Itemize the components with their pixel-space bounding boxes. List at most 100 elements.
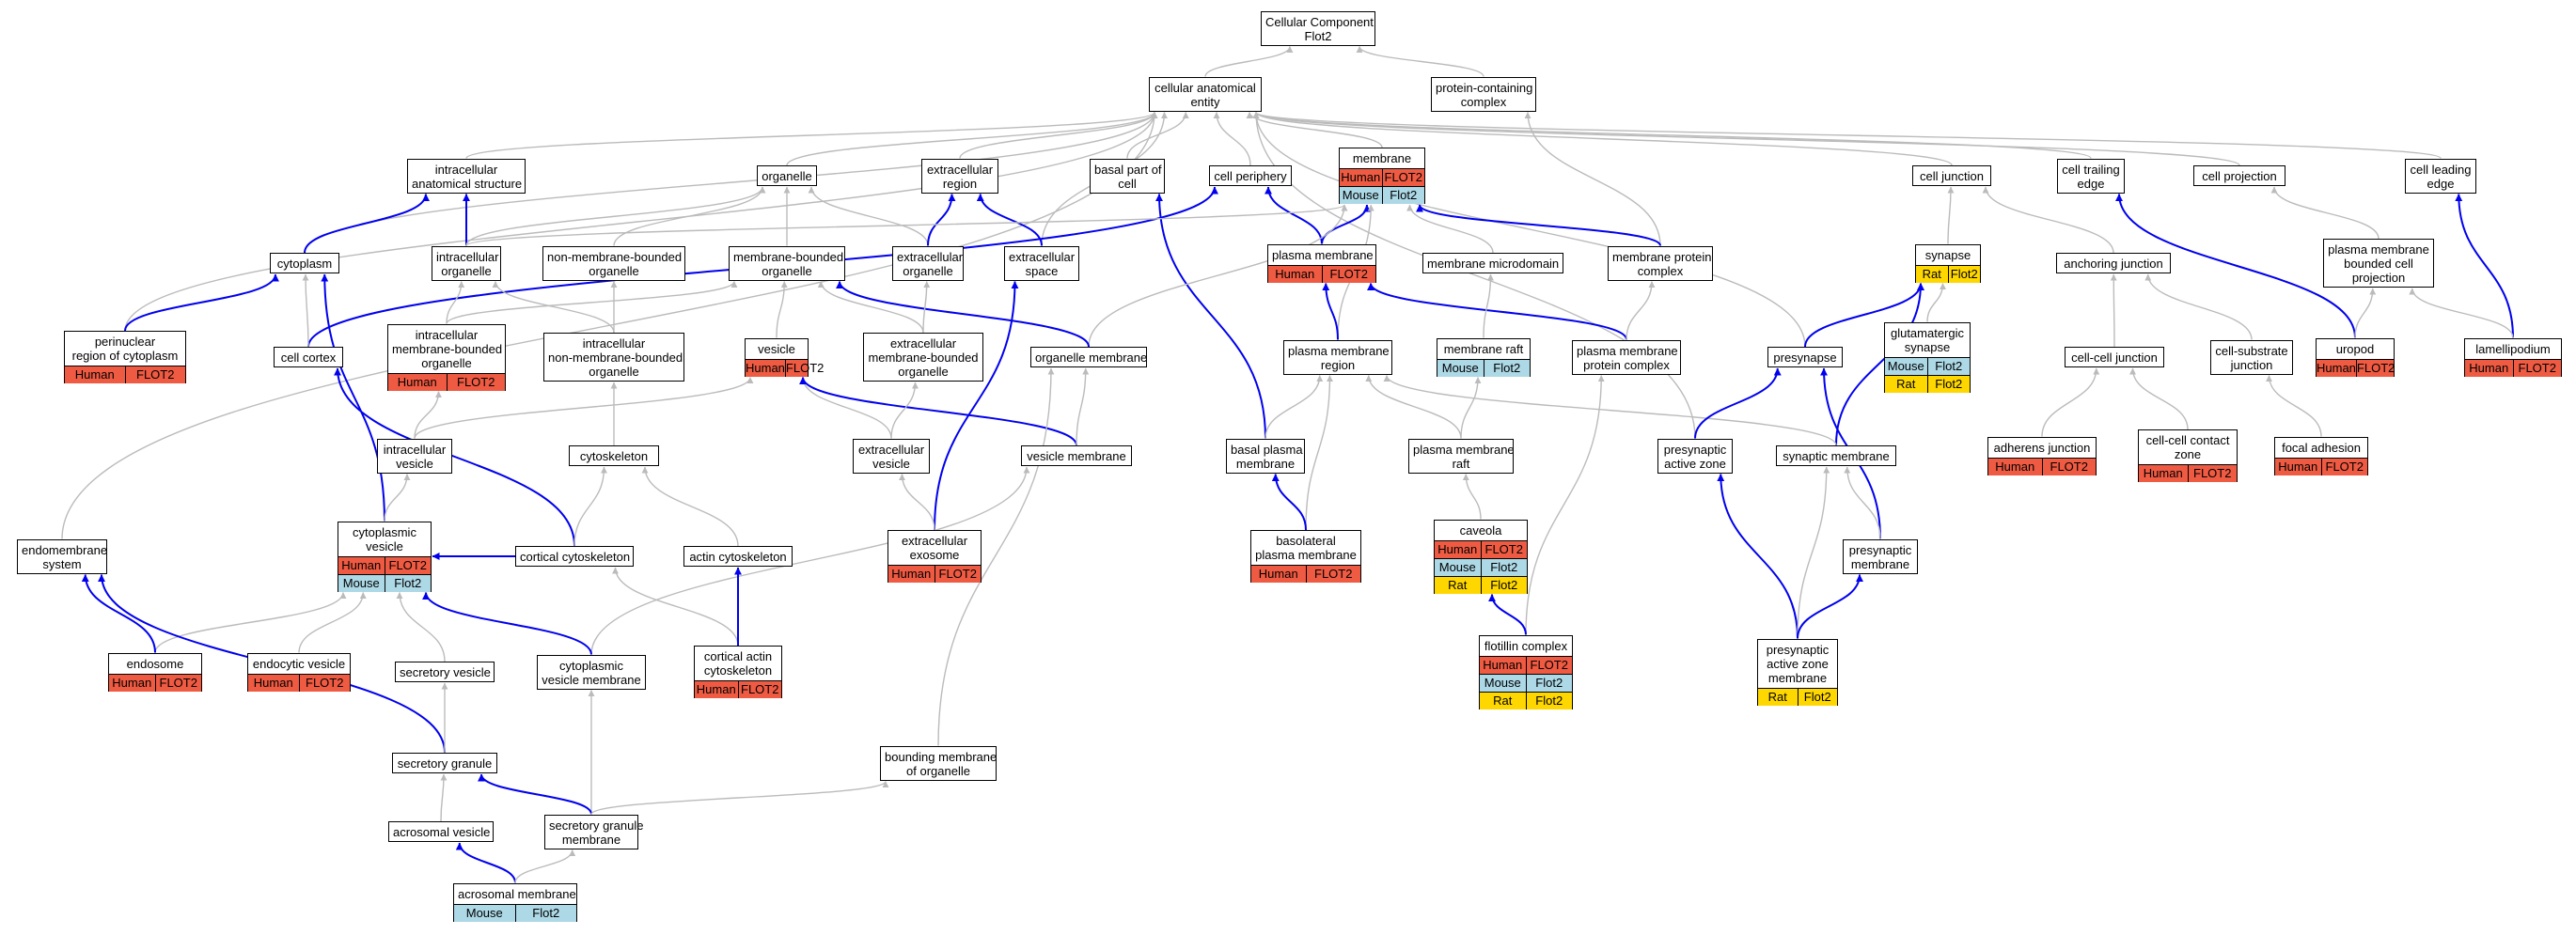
node-label-line: intracellular bbox=[436, 249, 499, 264]
node-label-line: synaptic membrane bbox=[1783, 449, 1890, 463]
node-label-line: edge bbox=[2427, 176, 2455, 191]
node-label: synaptic membrane bbox=[1777, 446, 1895, 466]
node-label: plasma membrane bbox=[1268, 245, 1375, 265]
gene-cell: Flot2 bbox=[1480, 558, 1528, 576]
node-label-line: organelle bbox=[903, 263, 953, 278]
node-label-line: vesicle bbox=[872, 456, 910, 471]
node-label-line: presynapse bbox=[1773, 351, 1837, 365]
edge-is-a bbox=[922, 281, 931, 334]
node-label-line: organelle membrane bbox=[1035, 351, 1148, 365]
gene-cell: FLOT2 bbox=[446, 373, 506, 391]
edge-direct bbox=[1804, 283, 1924, 348]
edge-direct bbox=[478, 773, 592, 815]
node-label-line: endocytic vesicle bbox=[252, 656, 346, 671]
node-label: cell periphery bbox=[1210, 166, 1291, 186]
node-label-line: plasma membrane bbox=[1272, 247, 1374, 262]
node-label-line: secretory granule bbox=[397, 756, 493, 771]
species-cell: Mouse bbox=[1887, 358, 1924, 373]
edge-direct bbox=[976, 194, 1043, 246]
edge-direct bbox=[1835, 283, 1924, 446]
node-label-line: membrane bbox=[1352, 151, 1412, 165]
species-cell: Mouse bbox=[465, 905, 503, 920]
node-label-line: vesicle bbox=[396, 456, 433, 471]
node-label-line: Cellular Component bbox=[1265, 14, 1374, 29]
edge-direct bbox=[836, 281, 1090, 348]
node-label-line: junction bbox=[2230, 357, 2273, 372]
node-label-line: extracellular bbox=[857, 442, 925, 457]
node-label-line: cytoskeleton bbox=[579, 449, 649, 463]
node-presyn: presynapse bbox=[1767, 347, 1843, 367]
node-label: organelle bbox=[758, 166, 816, 186]
node-label: secretory vesicle bbox=[396, 662, 494, 682]
species-cell: Human bbox=[2278, 459, 2318, 474]
node-label: secretory granule bbox=[393, 754, 496, 773]
edge-direct bbox=[1694, 367, 1782, 439]
edge-is-a bbox=[799, 377, 892, 439]
edge-direct bbox=[81, 574, 156, 653]
node-label-line: raft bbox=[1452, 456, 1470, 471]
edge-is-a bbox=[590, 466, 1030, 655]
node-cortcs: cortical cytoskeleton bbox=[515, 546, 634, 567]
node-label-line: intracellular bbox=[383, 442, 447, 457]
edge-is-a bbox=[492, 281, 615, 334]
edge-is-a bbox=[1365, 375, 1462, 439]
node-label: cortical cytoskeleton bbox=[516, 547, 633, 567]
node-vm: vesicle membrane bbox=[1021, 445, 1132, 466]
node-ccx: cell cortex bbox=[274, 347, 343, 367]
edge-direct bbox=[304, 194, 430, 254]
edge-direct bbox=[455, 842, 516, 883]
node-label-line: cell junction bbox=[1920, 169, 1984, 183]
gene-cell: Flot2 bbox=[1525, 692, 1573, 709]
node-label-line: membrane bbox=[1767, 670, 1828, 685]
edge-is-a bbox=[2409, 288, 2514, 338]
node-synm: synaptic membrane bbox=[1776, 445, 1896, 466]
gene-cell: Flot2 bbox=[1926, 375, 1971, 393]
edge-is-a bbox=[817, 281, 924, 334]
node-cproj: cell projection bbox=[2193, 165, 2285, 186]
node-label-line: vesicle bbox=[366, 538, 403, 553]
node-label-line: anatomical structure bbox=[412, 176, 523, 191]
species-cell: Human bbox=[1341, 170, 1381, 184]
gene-cell: FLOT2 bbox=[1321, 265, 1376, 283]
gene-cell: Flot2 bbox=[1947, 265, 1981, 283]
node-label-line: plasma membrane bbox=[1413, 442, 1515, 457]
node-label: presynapse bbox=[1768, 348, 1842, 367]
node-label-line: membrane microdomain bbox=[1427, 257, 1560, 271]
species-cell: Human bbox=[1275, 266, 1315, 281]
edge-is-a bbox=[1926, 283, 1946, 322]
node-label-line: intracellular bbox=[582, 336, 646, 351]
node-label-line: cellular anatomical bbox=[1154, 80, 1256, 95]
node-label: uropod bbox=[2317, 339, 2394, 359]
node-label-line: bounded cell bbox=[2344, 257, 2413, 271]
edge-is-a bbox=[641, 466, 739, 547]
species-cell: Human bbox=[112, 675, 152, 690]
edge-is-a bbox=[1844, 466, 1881, 539]
node-mmd: membrane microdomain bbox=[1422, 253, 1563, 273]
